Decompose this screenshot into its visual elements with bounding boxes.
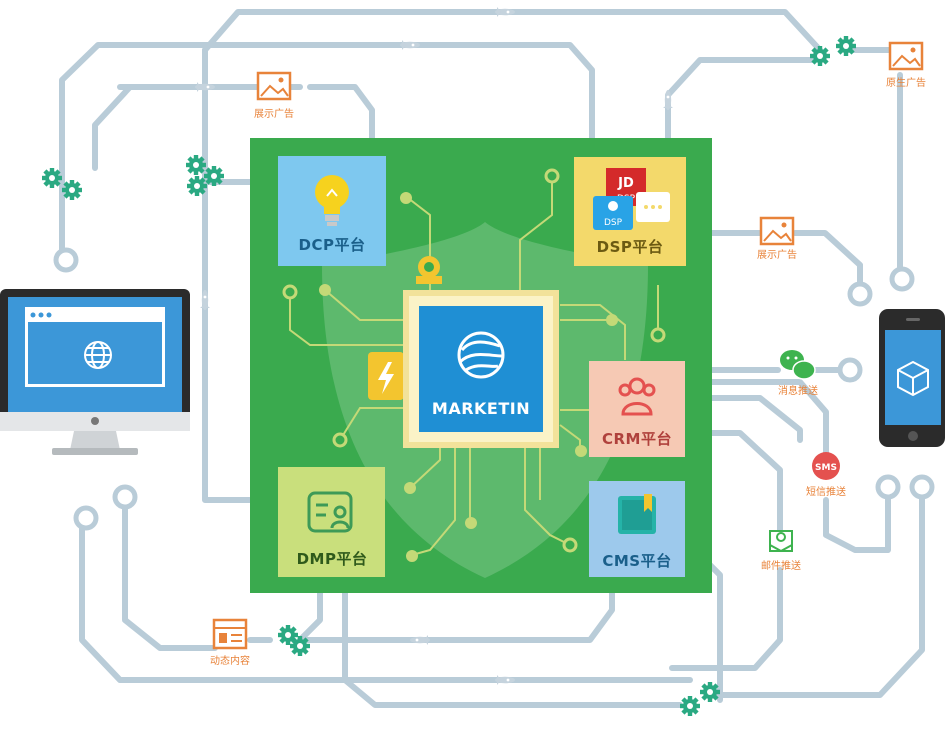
channel-dynamic-content: 动态内容	[210, 618, 250, 667]
channel-sms-push: SMS 短信推送	[806, 452, 846, 498]
marketin-logo-icon	[457, 331, 505, 379]
board-traces	[289, 176, 659, 556]
connection-lines	[59, 9, 925, 708]
platform-dcp-label: DCP平台	[299, 236, 366, 254]
qq-logo-icon: DSP	[593, 196, 633, 230]
channel-sms-push-label: 短信推送	[806, 485, 846, 498]
channel-native-ad: 原生广告	[886, 41, 926, 89]
email-icon	[769, 530, 793, 553]
image-icon	[888, 41, 924, 71]
qq-logo-text: DSP	[604, 218, 623, 228]
users-icon	[618, 377, 656, 416]
mobile-phone	[879, 309, 945, 447]
channel-display-ad-left: 展示广告	[254, 71, 294, 120]
jd-logo-text: JD	[617, 176, 634, 191]
platform-cms-label: CMS平台	[602, 552, 671, 570]
webpage-icon	[212, 618, 248, 650]
platform-cms: CMS平台	[589, 481, 685, 577]
gear-icon	[810, 36, 856, 66]
platform-crm: CRM平台	[589, 361, 685, 457]
cube-icon	[897, 360, 929, 397]
chat-icon	[636, 192, 670, 222]
line-end-circles	[53, 247, 935, 531]
notebook-icon	[618, 494, 656, 534]
desktop-monitor	[0, 289, 190, 455]
board-pads	[282, 168, 666, 553]
channel-email-push: 邮件推送	[761, 530, 801, 572]
image-icon	[759, 216, 795, 246]
globe-icon	[84, 341, 112, 369]
platform-crm-label: CRM平台	[602, 430, 672, 448]
channel-display-ad-right: 展示广告	[757, 216, 797, 261]
platform-dsp-label: DSP平台	[597, 238, 664, 256]
channel-message-push-label: 消息推送	[778, 384, 818, 397]
channel-display-ad-right-label: 展示广告	[757, 248, 797, 261]
wechat-icon	[780, 350, 816, 380]
core-chip: MARKETIN	[403, 290, 559, 448]
channel-message-push: 消息推送	[778, 350, 818, 397]
sms-icon-text: SMS	[815, 463, 837, 473]
browser-window-icon	[25, 307, 165, 387]
platform-dsp: JD DSP DSP DSP平台	[574, 157, 686, 266]
image-icon	[256, 71, 292, 101]
channel-dynamic-content-label: 动态内容	[210, 654, 250, 667]
platform-dmp-label: DMP平台	[297, 550, 368, 568]
gear-icon	[278, 625, 310, 656]
channel-email-push-label: 邮件推送	[761, 559, 801, 572]
core-title: MARKETIN	[432, 399, 530, 418]
platform-dcp: DCP平台	[278, 156, 386, 266]
gear-icon	[680, 682, 720, 716]
lightning-icon	[368, 352, 404, 400]
channel-display-ad-left-label: 展示广告	[254, 107, 294, 120]
platform-dmp: DMP平台	[278, 467, 385, 577]
channel-native-ad-label: 原生广告	[886, 76, 926, 89]
lightbulb-icon	[315, 175, 349, 226]
sms-icon: SMS	[812, 452, 840, 480]
profile-card-icon	[307, 491, 353, 533]
webcam-icon	[416, 256, 442, 284]
